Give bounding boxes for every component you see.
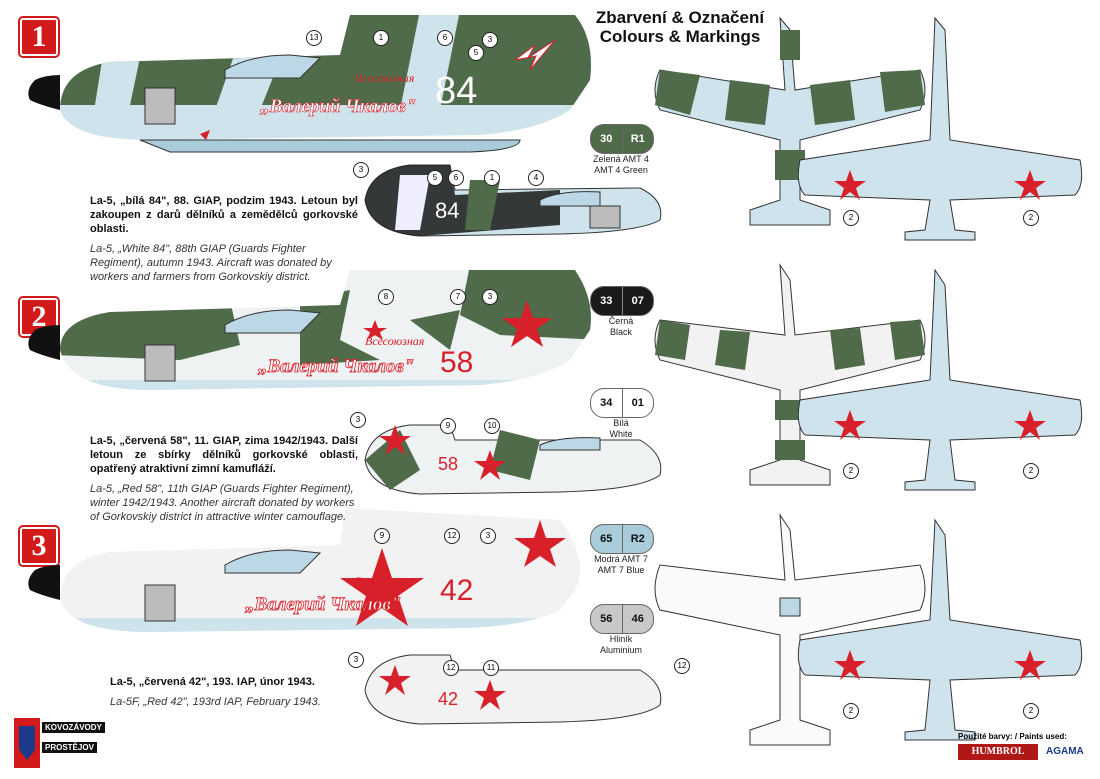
scheme-3-badge: 3 [20, 527, 58, 565]
aircraft-2-side-small: 58 [364, 424, 662, 495]
plan-2-under [797, 268, 1083, 491]
callout: 8 [378, 289, 394, 305]
aircraft-2-side: Всесоюзная „Валерий Чкалов" 58 [28, 270, 591, 390]
desc-en: La-5F, „Red 42", 193rd IAP, February 194… [110, 696, 321, 708]
agama-logo: AGAMA [1046, 746, 1084, 757]
svg-text:58: 58 [440, 346, 473, 379]
scheme-2-description: La-5, „červená 58", 11. GIAP, zima 1942/… [90, 434, 358, 524]
aircraft-3-side-small: 42 [364, 654, 662, 725]
plan-2-top [654, 263, 926, 486]
callout: 2 [1023, 703, 1039, 719]
callout: 11 [483, 660, 499, 676]
manufacturer-logo: KOVOZÁVODY PROSTĚJOV [14, 718, 105, 770]
logo-line1: KOVOZÁVODY [42, 722, 105, 733]
callout: 2 [843, 210, 859, 226]
callout: 3 [348, 652, 364, 668]
plan-1-under [797, 16, 1083, 241]
desc-cz: La-5, „bílá 84", 88. GIAP, podzim 1943. … [90, 195, 358, 235]
humbrol-logo: HUMBROL [958, 744, 1038, 760]
svg-text:42: 42 [438, 689, 458, 709]
svg-text:Всесоюзная: Всесоюзная [365, 334, 425, 348]
desc-cz: La-5, „červená 58", 11. GIAP, zima 1942/… [90, 435, 358, 475]
callout: 6 [448, 170, 464, 186]
title-en: Colours & Markings [599, 27, 761, 46]
svg-text:58: 58 [438, 454, 458, 474]
svg-text:84: 84 [435, 70, 477, 112]
callout: 3 [482, 289, 498, 305]
callout: 2 [843, 703, 859, 719]
svg-text:84: 84 [435, 198, 459, 223]
desc-cz: La-5, „červená 42", 193. IAP, únor 1943. [110, 676, 315, 688]
plan-3-top [654, 513, 926, 746]
desc-en: La-5, „White 84", 88th GIAP (Guards Figh… [90, 243, 332, 283]
paints-used-label: Použité barvy: / Paints used: [958, 732, 1067, 741]
callout: 3 [480, 528, 496, 544]
callout: 9 [374, 528, 390, 544]
callout: 12 [443, 660, 459, 676]
svg-text:42: 42 [440, 574, 473, 607]
scheme-1-badge: 1 [20, 18, 58, 56]
callout: 2 [843, 463, 859, 479]
callout: 1 [373, 30, 389, 46]
callout: 5 [468, 45, 484, 61]
callout: 9 [440, 418, 456, 434]
logo-line2: PROSTĚJOV [42, 742, 97, 753]
scheme-3-description: La-5, „červená 42", 193. IAP, únor 1943.… [110, 675, 360, 709]
scheme-1-description: La-5, „bílá 84", 88. GIAP, podzim 1943. … [90, 194, 358, 284]
logo-emblem [14, 718, 40, 768]
callout: 7 [450, 289, 466, 305]
callout: 13 [306, 30, 322, 46]
desc-en: La-5, „Red 58", 11th GIAP (Guards Fighte… [90, 483, 355, 523]
svg-text:Всесоюзная: Всесоюзная [355, 574, 415, 588]
callout: 1 [484, 170, 500, 186]
callout: 12 [674, 658, 690, 674]
page-title: Zbarvení & Označení Colours & Markings [560, 8, 800, 46]
svg-text:„Валерий Чкалов": „Валерий Чкалов" [258, 356, 414, 377]
callout: 3 [353, 162, 369, 178]
plan-1-top [654, 16, 926, 226]
inscription-1-top: Всесоюзная [355, 71, 415, 85]
callout: 4 [528, 170, 544, 186]
plan-3-under [797, 518, 1083, 741]
callout: 3 [350, 412, 366, 428]
callout: 5 [427, 170, 443, 186]
svg-text:„Валерий Чкалов": „Валерий Чкалов" [260, 96, 416, 117]
callout: 2 [1023, 463, 1039, 479]
callout: 12 [444, 528, 460, 544]
callout: 3 [482, 32, 498, 48]
callout: 6 [437, 30, 453, 46]
callout: 2 [1023, 210, 1039, 226]
svg-text:„Валерий Чкалов": „Валерий Чкалов" [245, 594, 401, 615]
callout: 10 [484, 418, 500, 434]
title-cz: Zbarvení & Označení [595, 8, 765, 27]
